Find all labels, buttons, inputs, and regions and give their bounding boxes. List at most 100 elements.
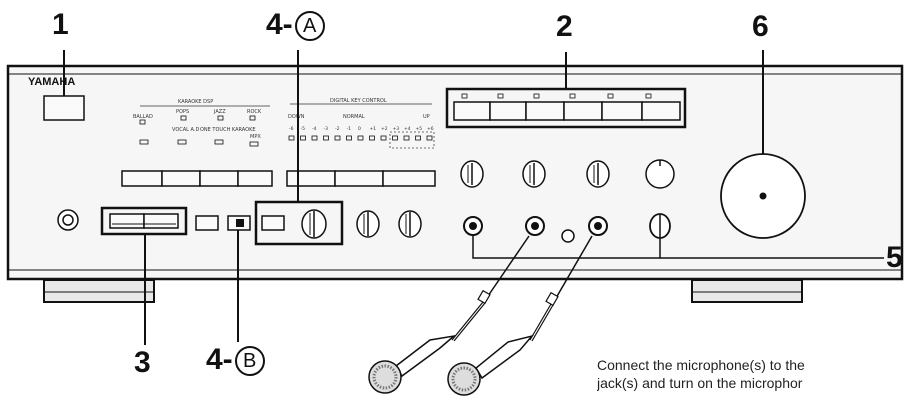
key-up-box <box>389 131 435 149</box>
led-vocal <box>177 139 187 145</box>
key-button-up[interactable] <box>382 170 436 187</box>
key-step-label: +5 <box>416 126 423 132</box>
key-up-label: UP <box>423 114 430 120</box>
key-step-led <box>311 135 318 141</box>
mic-jack-center-small[interactable] <box>561 229 575 243</box>
input-led-5 <box>607 93 614 99</box>
key-button-normal[interactable] <box>334 170 384 187</box>
callout-5: 5 <box>886 243 903 273</box>
mic-1-cord-2 <box>453 302 486 342</box>
led-pops <box>180 115 187 121</box>
mic-1-cord <box>451 301 484 341</box>
mic-jack-2[interactable] <box>525 216 545 236</box>
key-down-label: DOWN <box>288 114 305 120</box>
function-button-1[interactable] <box>195 215 219 231</box>
key-step-label: +3 <box>393 126 400 132</box>
dsp-mode-ballad: BALLAD <box>133 114 153 120</box>
led-jazz <box>217 115 224 121</box>
key-step-led <box>346 135 352 141</box>
dsp-button-3[interactable] <box>199 170 239 187</box>
phones-jack[interactable] <box>57 209 79 231</box>
master-volume-knob[interactable] <box>720 153 806 239</box>
input-button-2[interactable] <box>489 101 527 121</box>
lower-knob-2[interactable] <box>398 210 422 238</box>
callout-2-number: 2 <box>556 10 573 43</box>
instruction-line-2: jack(s) and turn on the microphor <box>597 375 803 391</box>
mic-level-knob[interactable] <box>649 213 671 239</box>
dsp-button-4[interactable] <box>237 170 273 187</box>
input-selector-buttons <box>453 101 681 121</box>
callout-4b-number: 4- <box>206 343 233 376</box>
right-foot <box>691 279 803 303</box>
key-step-label: -1 <box>347 126 352 132</box>
key-step-label: -2 <box>335 126 340 132</box>
callout-4a-circled-letter: A <box>294 11 325 42</box>
key-step-label: +4 <box>404 126 411 132</box>
mic-2-cord-2 <box>531 304 554 342</box>
input-led-1 <box>461 93 468 99</box>
one-touch-button-indicator <box>236 219 244 227</box>
key-normal-label: NORMAL <box>343 114 365 120</box>
callout-3: 3 <box>134 348 151 378</box>
tone-knob-2[interactable] <box>522 160 546 188</box>
dsp-mode-jazz: JAZZ <box>213 109 226 115</box>
mic-1-plug <box>477 289 491 305</box>
mic-jack-3[interactable] <box>588 216 608 236</box>
speakers-a-button[interactable] <box>109 213 145 229</box>
key-step-led <box>369 135 375 141</box>
key-button-strip <box>286 170 436 187</box>
echo-level-knob[interactable] <box>301 209 327 239</box>
led-mpx <box>249 141 259 147</box>
mic-1-handle <box>395 334 457 378</box>
led-rock <box>249 115 256 121</box>
dsp-button-1[interactable] <box>121 170 163 187</box>
input-button-3[interactable] <box>525 101 565 121</box>
key-step-label: -4 <box>312 126 317 132</box>
microphone-1-illustration <box>368 235 530 394</box>
mic-1-cable <box>487 235 530 297</box>
callout-2: 2 <box>556 12 573 42</box>
callout-4b-circled-letter: B <box>234 346 265 377</box>
key-step-led <box>357 135 364 141</box>
dsp-mode-rock: ROCK <box>247 109 262 115</box>
mic-2-grille-texture <box>451 366 477 392</box>
dsp-button-strip <box>121 170 273 187</box>
standby-indicator-box[interactable] <box>43 95 85 121</box>
echo-button[interactable] <box>261 215 285 231</box>
mic-1-grille-texture <box>372 364 398 390</box>
input-button-6[interactable] <box>641 101 681 121</box>
key-step-led <box>334 135 341 141</box>
key-step-led <box>288 135 295 141</box>
key-step-led <box>403 135 410 141</box>
speakers-b-button[interactable] <box>143 213 179 229</box>
instruction-line-1: Connect the microphone(s) to the <box>597 357 805 373</box>
microphone-2-illustration <box>447 235 593 396</box>
balance-knob[interactable] <box>645 159 675 189</box>
callout-6: 6 <box>752 12 769 42</box>
callout-1-number: 1 <box>52 8 69 41</box>
tone-knob-1[interactable] <box>460 160 484 188</box>
input-button-1[interactable] <box>453 101 491 121</box>
key-button-down[interactable] <box>286 170 336 187</box>
callout-5-bracket <box>472 236 661 259</box>
input-button-4[interactable] <box>563 101 603 121</box>
key-step-label: -3 <box>324 126 329 132</box>
callout-6-number: 6 <box>752 10 769 43</box>
key-control-label: DIGITAL KEY CONTROL <box>330 98 387 104</box>
input-led-4 <box>569 93 576 99</box>
tone-knob-3[interactable] <box>586 160 610 188</box>
mic-jack-1[interactable] <box>463 216 483 236</box>
key-step-label: -5 <box>301 126 306 132</box>
key-step-label: +6 <box>427 126 434 132</box>
input-selector-leds <box>461 93 652 99</box>
key-step-led <box>323 135 329 141</box>
callout-4b: 4-B <box>206 343 265 377</box>
lower-knob-1[interactable] <box>356 210 380 238</box>
mic-2-cable <box>555 235 593 299</box>
key-step-label: +1 <box>370 126 377 132</box>
dsp-button-2[interactable] <box>161 170 201 187</box>
vocal-label: VOCAL A.D <box>172 127 199 133</box>
input-button-5[interactable] <box>601 101 643 121</box>
key-step-label: +2 <box>381 126 388 132</box>
